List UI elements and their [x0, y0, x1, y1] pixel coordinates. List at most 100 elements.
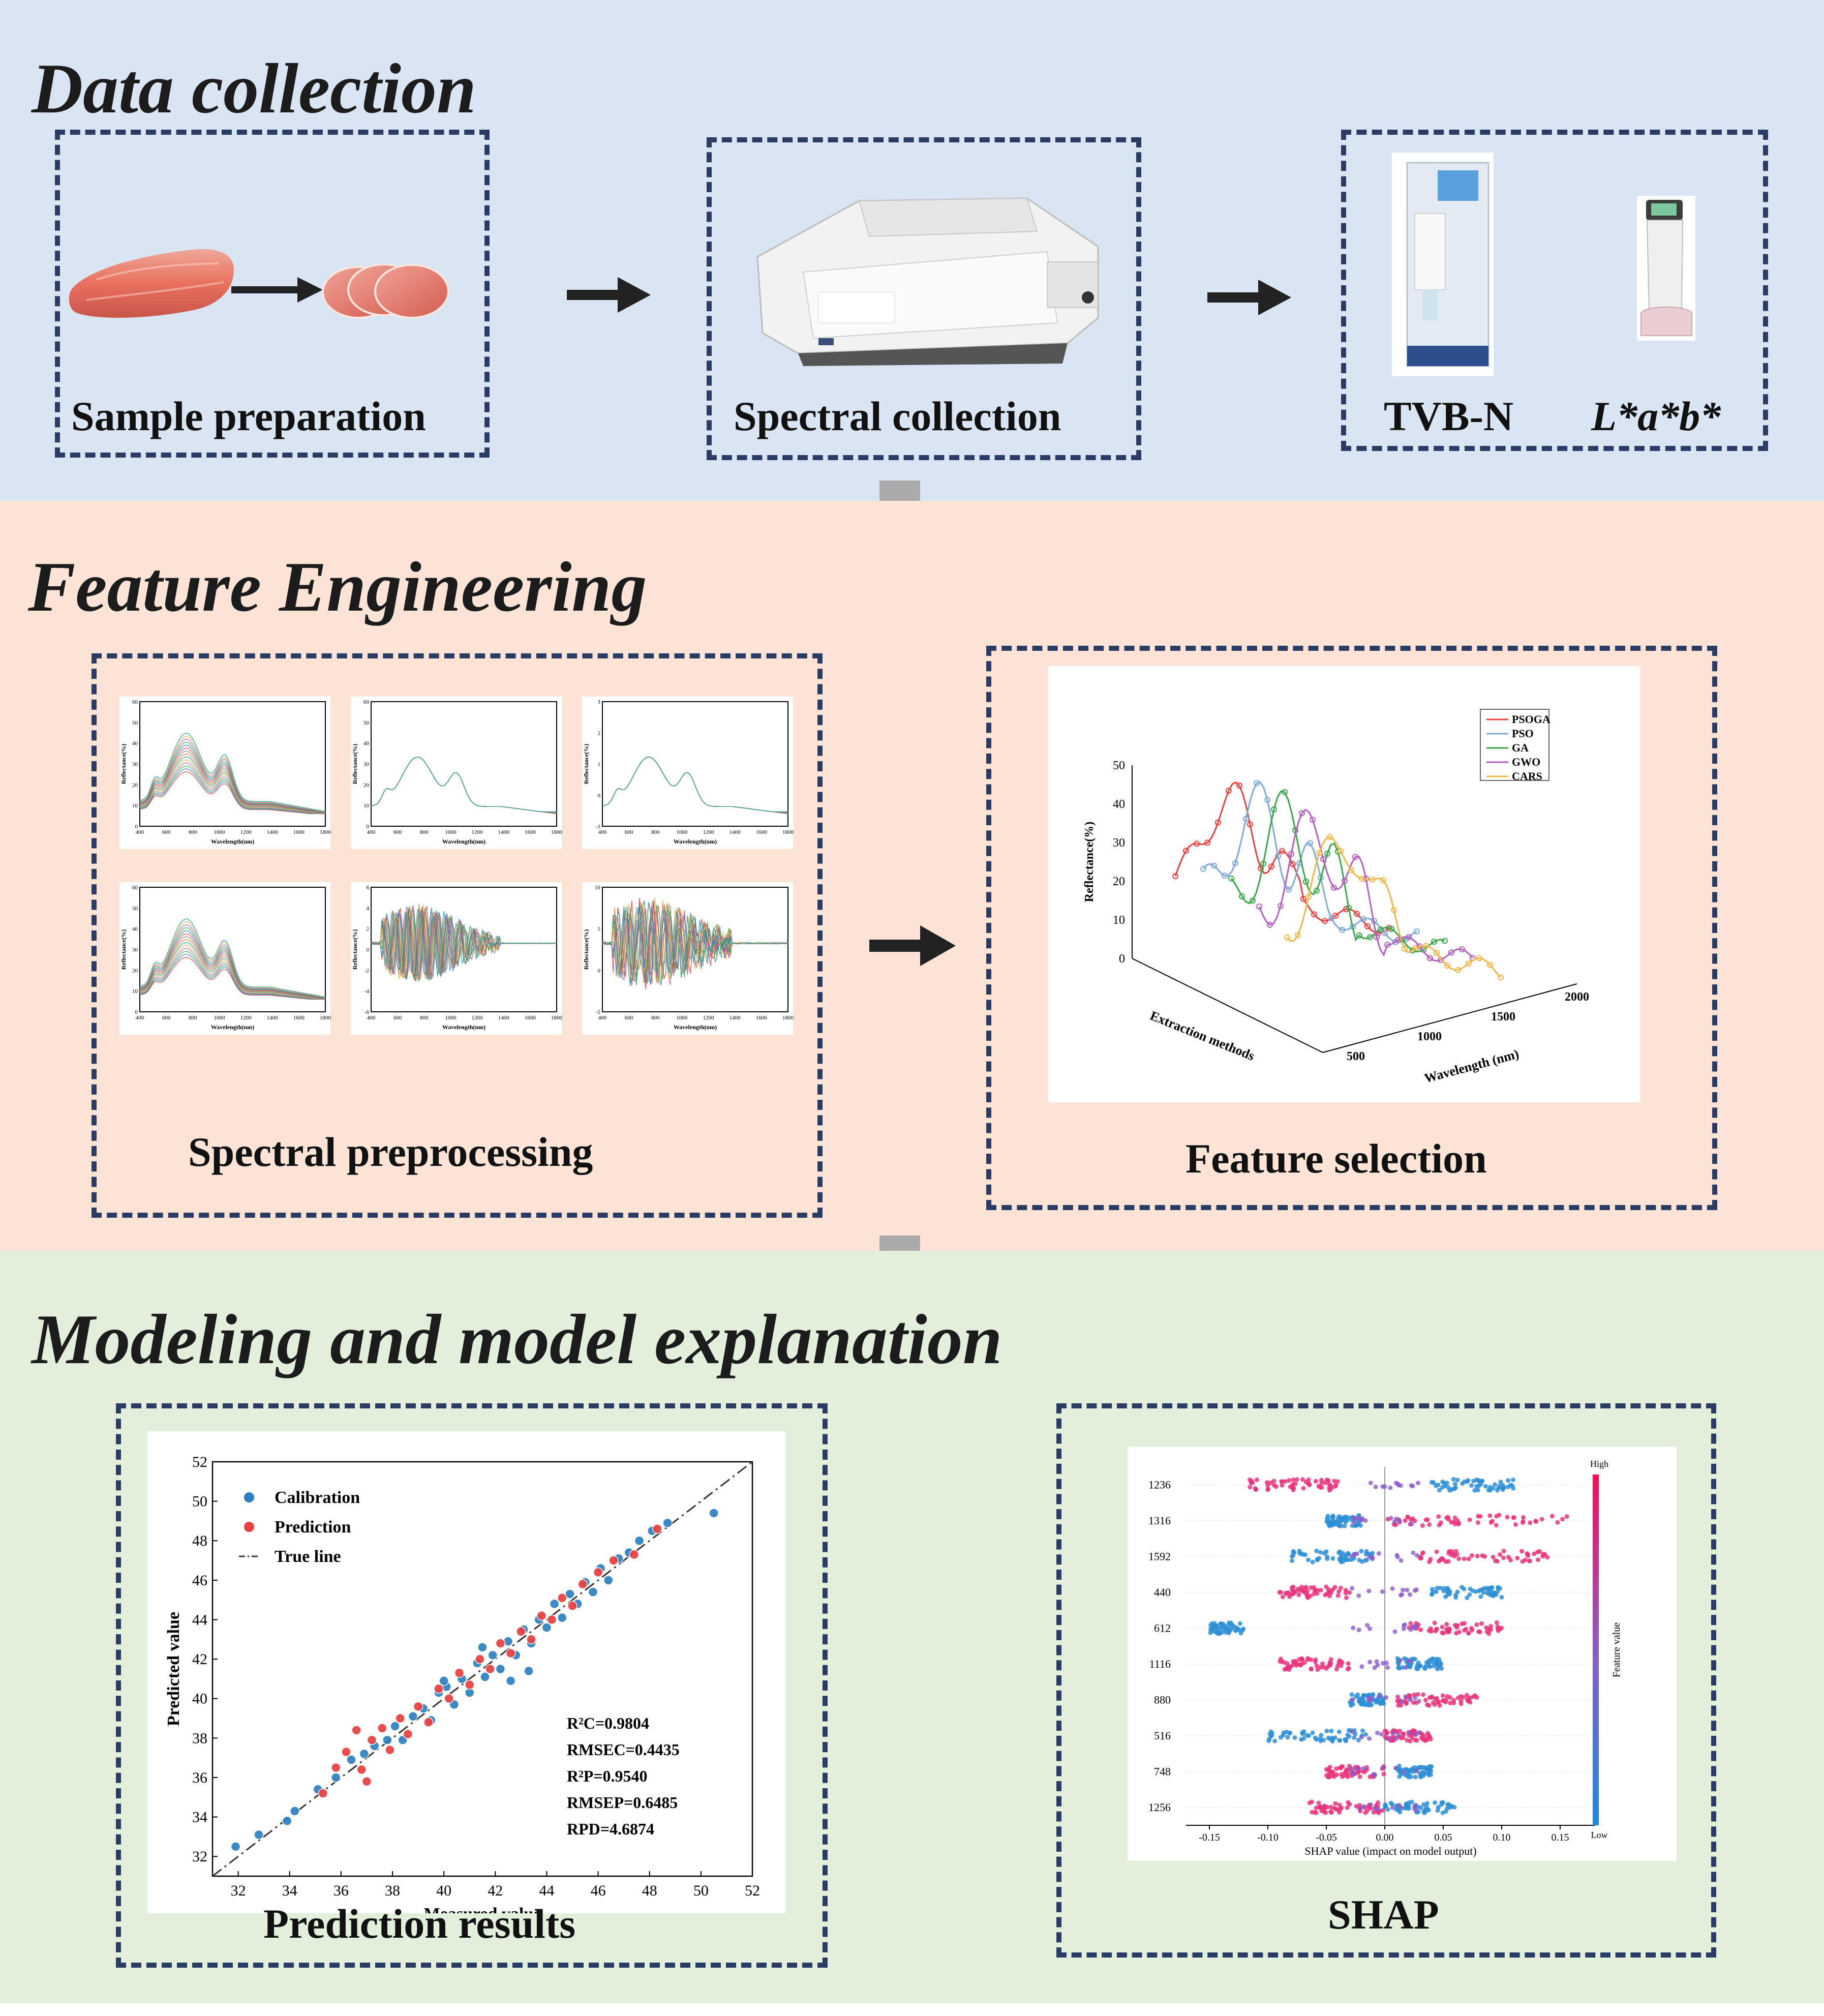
y-tick-label: 48: [192, 1532, 207, 1549]
shap-point: [1339, 1555, 1344, 1560]
selected-feature-marker: [1388, 925, 1394, 932]
shap-point: [1307, 1482, 1312, 1487]
calibration-point: [557, 1612, 567, 1623]
shap-point: [1434, 1657, 1439, 1662]
shap-point: [1380, 1589, 1385, 1594]
shap-point: [1319, 1733, 1324, 1738]
x-tick-label: 1600: [756, 1015, 768, 1021]
selected-feature-marker: [1382, 930, 1388, 937]
calibration-point: [290, 1806, 300, 1816]
shap-point: [1351, 1771, 1356, 1777]
panel-frame: [371, 701, 557, 827]
shap-point: [1437, 1703, 1442, 1708]
shap-point: [1330, 1556, 1335, 1561]
shap-point: [1359, 1559, 1364, 1564]
shap-point: [1407, 1800, 1412, 1806]
shap-point: [1445, 1586, 1450, 1591]
prediction-point: [444, 1693, 454, 1704]
y-tick-label: 6: [367, 885, 370, 891]
spectrum-line: [139, 744, 325, 813]
y-tick-label: 40: [363, 741, 370, 747]
feature-label: 516: [1154, 1729, 1171, 1742]
prediction-point: [413, 1701, 423, 1711]
shap-point: [1291, 1659, 1296, 1664]
prediction-point: [351, 1725, 361, 1735]
legend-label: True line: [275, 1547, 341, 1566]
shap-point: [1310, 1730, 1315, 1735]
x-tick-label: 1400: [267, 1015, 279, 1021]
shap-point: [1279, 1657, 1284, 1662]
shap-point: [1215, 1629, 1220, 1634]
shap-point: [1291, 1477, 1296, 1482]
shap-point: [1424, 1660, 1429, 1665]
x-tick-label: 0.05: [1435, 1832, 1452, 1843]
shap-point: [1498, 1552, 1503, 1557]
feature-selection-chart: PSOGAPSOGAGWOCARS01020304050Reflectance(…: [1083, 709, 1589, 1086]
stat-text: R²P=0.9540: [567, 1767, 647, 1785]
selected-feature-marker: [1279, 848, 1285, 854]
shap-point: [1533, 1519, 1538, 1524]
x-tick-label: 50: [693, 1882, 709, 1899]
shap-point: [1396, 1732, 1401, 1737]
x-tick-label: 600: [393, 1015, 402, 1021]
shap-point: [1488, 1488, 1493, 1493]
calibration-point: [524, 1666, 534, 1676]
panel-frame: [371, 887, 557, 1012]
shap-point: [1299, 1737, 1304, 1742]
selected-feature-marker: [1346, 905, 1352, 911]
shap-point: [1361, 1804, 1366, 1809]
shap-point: [1393, 1765, 1399, 1770]
shap-point: [1395, 1694, 1401, 1699]
calibration-point: [588, 1587, 598, 1597]
shap-point: [1424, 1801, 1430, 1806]
shap-point: [1390, 1586, 1395, 1591]
shap-point: [1374, 1659, 1379, 1664]
shap-point: [1428, 1764, 1433, 1769]
x-tick-label: 1000: [445, 1015, 457, 1021]
z-tick-label: 20: [1113, 875, 1125, 888]
selected-feature-marker: [1406, 934, 1412, 941]
shap-point: [1289, 1558, 1294, 1563]
selected-feature-marker: [1374, 934, 1380, 940]
selected-feature-marker: [1310, 817, 1316, 823]
legend-marker: [244, 1492, 254, 1502]
y-tick-label: -2: [364, 968, 369, 974]
y-tick-label: 20: [132, 782, 138, 788]
shap-point: [1352, 1735, 1357, 1740]
shap-point: [1298, 1663, 1303, 1668]
modeling-title: Modeling and model explanation: [32, 1300, 1002, 1379]
shap-point: [1418, 1627, 1423, 1632]
spectrometer-image: [756, 197, 1099, 366]
calibration-point: [390, 1721, 400, 1731]
shap-point: [1486, 1631, 1492, 1636]
shap-point: [1380, 1661, 1385, 1666]
selected-feature-marker: [1243, 816, 1249, 822]
shap-point: [1391, 1731, 1396, 1736]
spectrum-line: [139, 736, 326, 813]
shap-point: [1456, 1556, 1462, 1561]
shap-point: [1328, 1657, 1333, 1662]
arrow-right-icon: [869, 925, 956, 966]
x-tick-label: 1600: [525, 1015, 536, 1021]
spectrum-line: [602, 899, 788, 983]
selected-feature-marker: [1348, 867, 1354, 874]
x-tick-label: 400: [136, 829, 144, 835]
shap-point: [1334, 1520, 1340, 1525]
y-tick-label: 34: [192, 1809, 207, 1826]
spectrum-line: [139, 921, 326, 998]
shap-point: [1487, 1513, 1493, 1518]
shap-point: [1489, 1585, 1495, 1590]
calibration-point: [477, 1642, 488, 1652]
shap-point: [1314, 1663, 1319, 1668]
spectrum-line: [139, 765, 325, 814]
shap-point: [1367, 1736, 1372, 1741]
selected-feature-marker: [1254, 780, 1260, 787]
x-tick-label: 34: [282, 1882, 297, 1899]
selected-feature-marker: [1172, 873, 1178, 880]
y-tick-label: 20: [363, 782, 370, 788]
shap-point: [1380, 1484, 1385, 1489]
shap-point: [1413, 1808, 1418, 1813]
spectrum-line: [139, 948, 325, 1000]
x-axis-label: Wavelength (nm): [1423, 1046, 1521, 1086]
spectral-collection-box: [707, 137, 1141, 460]
